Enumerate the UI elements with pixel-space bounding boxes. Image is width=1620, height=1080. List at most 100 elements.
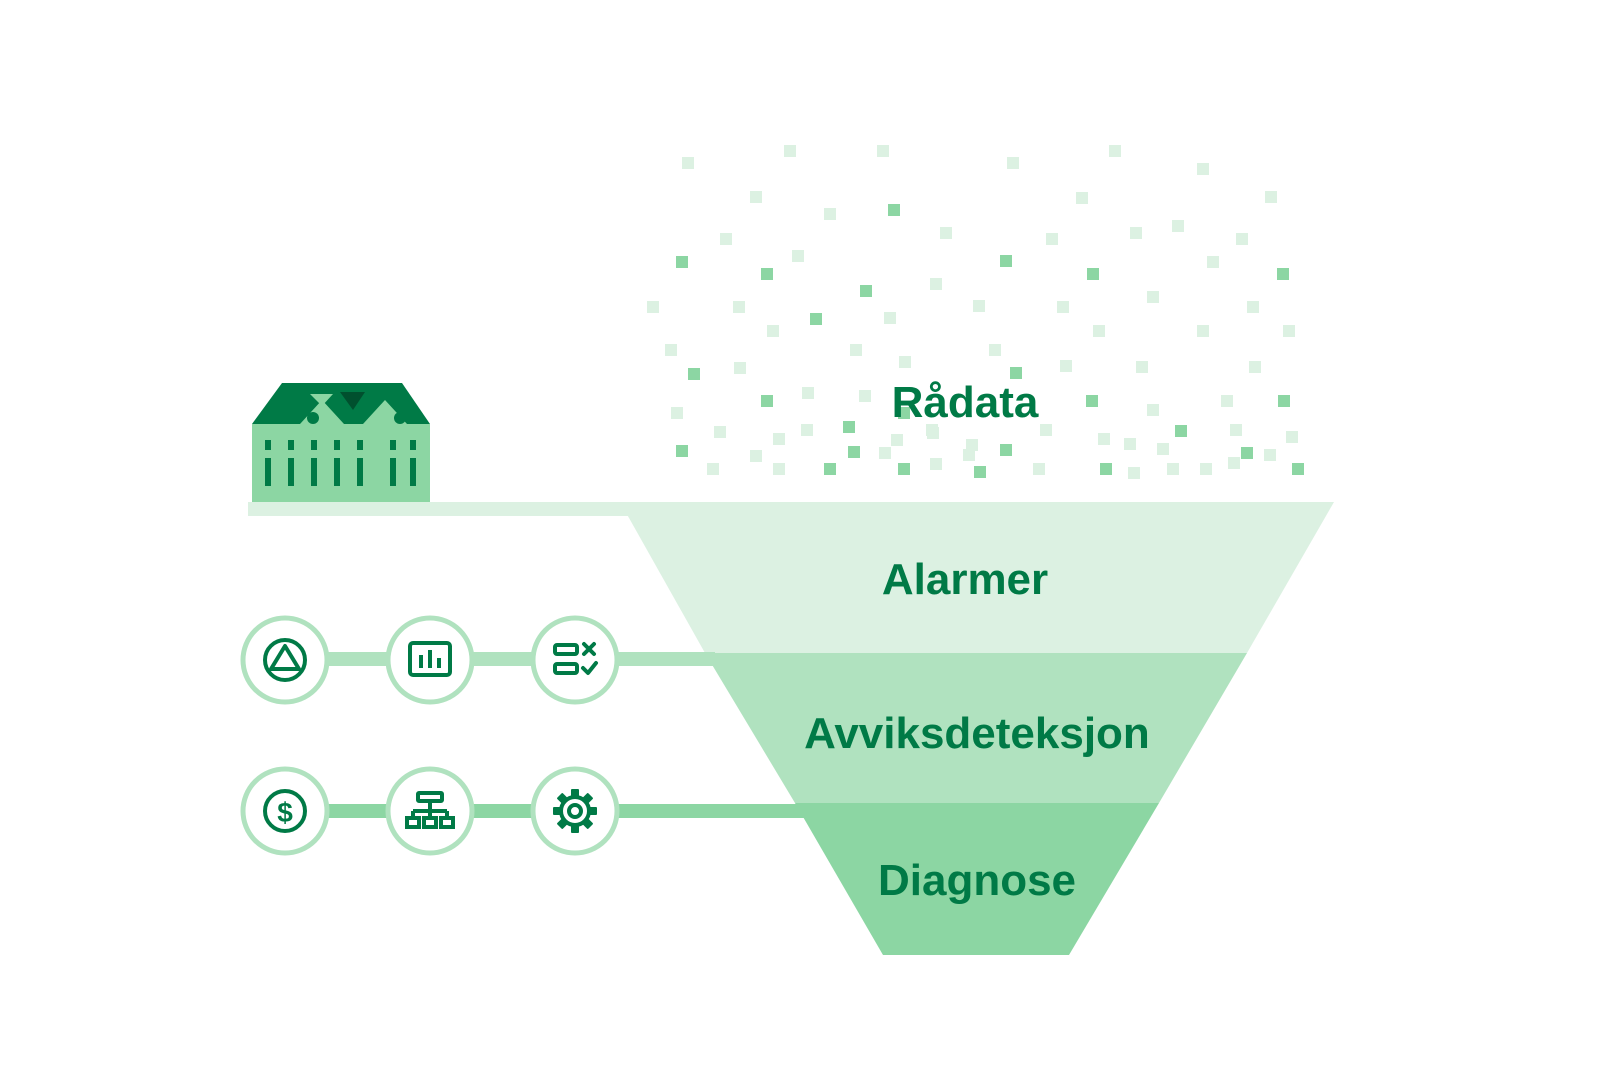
data-particle [1207, 256, 1219, 268]
data-particle [1124, 438, 1136, 450]
raw-data-particles [647, 145, 1304, 479]
data-particle [1010, 367, 1022, 379]
data-particle [940, 227, 952, 239]
data-particle [761, 268, 773, 280]
icon-row-1 [240, 615, 620, 705]
data-particle [1249, 361, 1261, 373]
data-particle [884, 312, 896, 324]
data-particle [688, 368, 700, 380]
data-particle [734, 362, 746, 374]
data-particle [898, 407, 910, 419]
stage-label-alarmer: Alarmer [882, 555, 1048, 604]
data-particle [930, 278, 942, 290]
data-particle [1086, 395, 1098, 407]
data-particle [1278, 395, 1290, 407]
data-particle [1247, 301, 1259, 313]
data-particle [665, 344, 677, 356]
data-particle [682, 157, 694, 169]
data-particle [714, 426, 726, 438]
data-particle [927, 427, 939, 439]
data-particle [973, 300, 985, 312]
data-particle [802, 387, 814, 399]
data-particle [1046, 233, 1058, 245]
data-particle [1277, 268, 1289, 280]
data-particle [1098, 433, 1110, 445]
data-particle [1136, 361, 1148, 373]
data-particle [1283, 325, 1295, 337]
data-particle [1040, 424, 1052, 436]
dollar-icon: $ [240, 766, 330, 856]
stage-label-avviksdeteksjon: Avviksdeteksjon [804, 709, 1150, 758]
building-icon [252, 383, 430, 502]
data-particle [1175, 425, 1187, 437]
data-particle [899, 356, 911, 368]
data-particle [801, 424, 813, 436]
data-particle [1000, 255, 1012, 267]
data-particle [1197, 325, 1209, 337]
data-particle [1241, 447, 1253, 459]
data-particle [1292, 463, 1304, 475]
data-particle [850, 344, 862, 356]
data-particle [1228, 457, 1240, 469]
data-particle [1087, 268, 1099, 280]
data-particle [1093, 325, 1105, 337]
data-particle [888, 204, 900, 216]
data-particle [1167, 463, 1179, 475]
data-particle [1147, 404, 1159, 416]
data-particle [773, 433, 785, 445]
data-particle [1221, 395, 1233, 407]
data-particle [1286, 431, 1298, 443]
data-particle [1033, 463, 1045, 475]
data-particle [1076, 192, 1088, 204]
data-particle [877, 145, 889, 157]
data-particle [720, 233, 732, 245]
data-particle [1109, 145, 1121, 157]
data-particle [879, 447, 891, 459]
data-particle [792, 250, 804, 262]
stage-label-diagnose: Diagnose [878, 856, 1076, 905]
data-particle [843, 421, 855, 433]
data-particle [1236, 233, 1248, 245]
building-shelf [248, 502, 648, 516]
data-particle [676, 445, 688, 457]
data-particle [1000, 444, 1012, 456]
data-particle [859, 390, 871, 402]
data-particle [810, 313, 822, 325]
data-particle [1157, 443, 1169, 455]
connector-line-row-1 [285, 652, 715, 666]
data-particle [1128, 467, 1140, 479]
stage-label-radata: Rådata [892, 378, 1039, 427]
data-particle [860, 285, 872, 297]
triangle-in-circle-icon [240, 615, 330, 705]
data-particle [974, 466, 986, 478]
data-particle [1172, 220, 1184, 232]
data-particle [750, 191, 762, 203]
data-particle [1130, 227, 1142, 239]
svg-text:$: $ [277, 797, 293, 828]
data-particle [707, 463, 719, 475]
icon-row-2: $ [240, 766, 620, 856]
checklist-icon [530, 615, 620, 705]
data-particle [647, 301, 659, 313]
data-particle [671, 407, 683, 419]
data-particle [1060, 360, 1072, 372]
funnel-segment-avviksdeteksjon [705, 653, 1247, 803]
data-particle [989, 344, 1001, 356]
data-particle [750, 450, 762, 462]
data-particle [1265, 191, 1277, 203]
data-particle [784, 145, 796, 157]
hierarchy-icon [385, 766, 475, 856]
data-particle [1200, 463, 1212, 475]
funnel-segment-diagnose [795, 803, 1159, 955]
data-particle [930, 458, 942, 470]
funnel-segment-alarmer [620, 502, 1334, 653]
data-particle [1100, 463, 1112, 475]
bar-chart-icon [385, 615, 475, 705]
data-particle [733, 301, 745, 313]
data-particle [966, 439, 978, 451]
data-particle [1197, 163, 1209, 175]
data-particle [824, 463, 836, 475]
data-particle [1264, 449, 1276, 461]
data-particle [891, 434, 903, 446]
